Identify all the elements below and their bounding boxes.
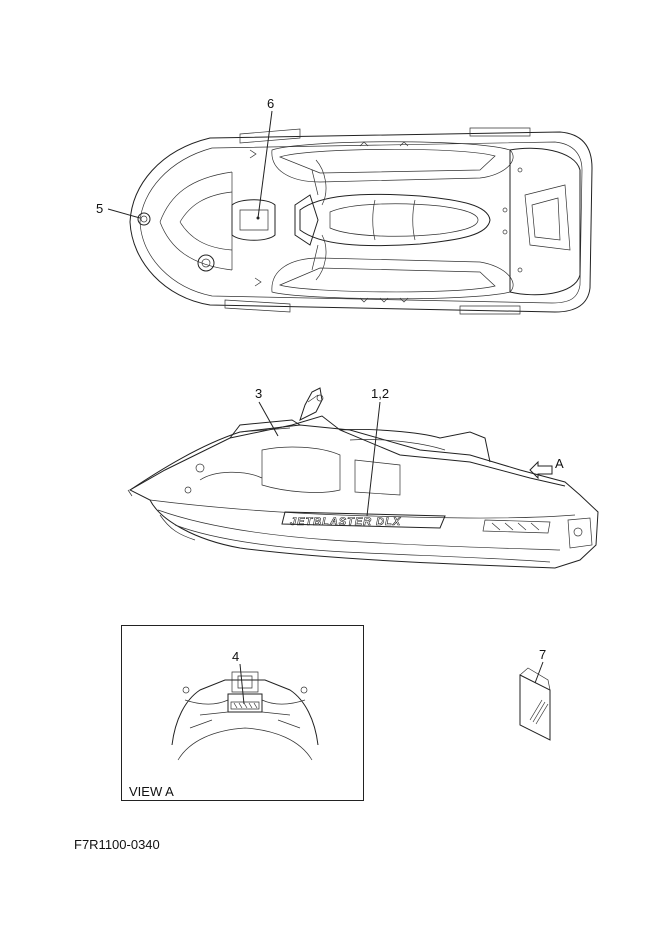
callout-3: 3	[255, 386, 262, 401]
view-a-arrow	[529, 460, 553, 480]
leader-line-5	[107, 208, 141, 219]
view-a-frame	[121, 625, 364, 801]
leader-line-3	[258, 401, 279, 437]
callout-4: 4	[232, 649, 239, 664]
view-a-label: VIEW A	[129, 784, 174, 799]
callout-1-2: 1,2	[371, 386, 389, 401]
callout-5: 5	[96, 201, 103, 216]
leader-line-6	[257, 110, 273, 219]
side-view-jetski: JETBLASTER DLX	[127, 387, 599, 569]
decal-text: JETBLASTER DLX	[290, 516, 401, 528]
leader-line-1-2	[366, 401, 381, 517]
arrow-a-label: A	[555, 456, 564, 471]
top-view-jetski	[129, 127, 593, 315]
jetblaster-decal: JETBLASTER DLX	[281, 511, 446, 529]
drawing-code: F7R1100-0340	[74, 837, 160, 852]
leader-line-4	[239, 663, 245, 705]
callout-6: 6	[267, 96, 274, 111]
leader-line-7	[534, 661, 544, 684]
caution-label-card	[519, 667, 551, 741]
callout-7: 7	[539, 647, 546, 662]
view-a-detail	[171, 671, 319, 761]
